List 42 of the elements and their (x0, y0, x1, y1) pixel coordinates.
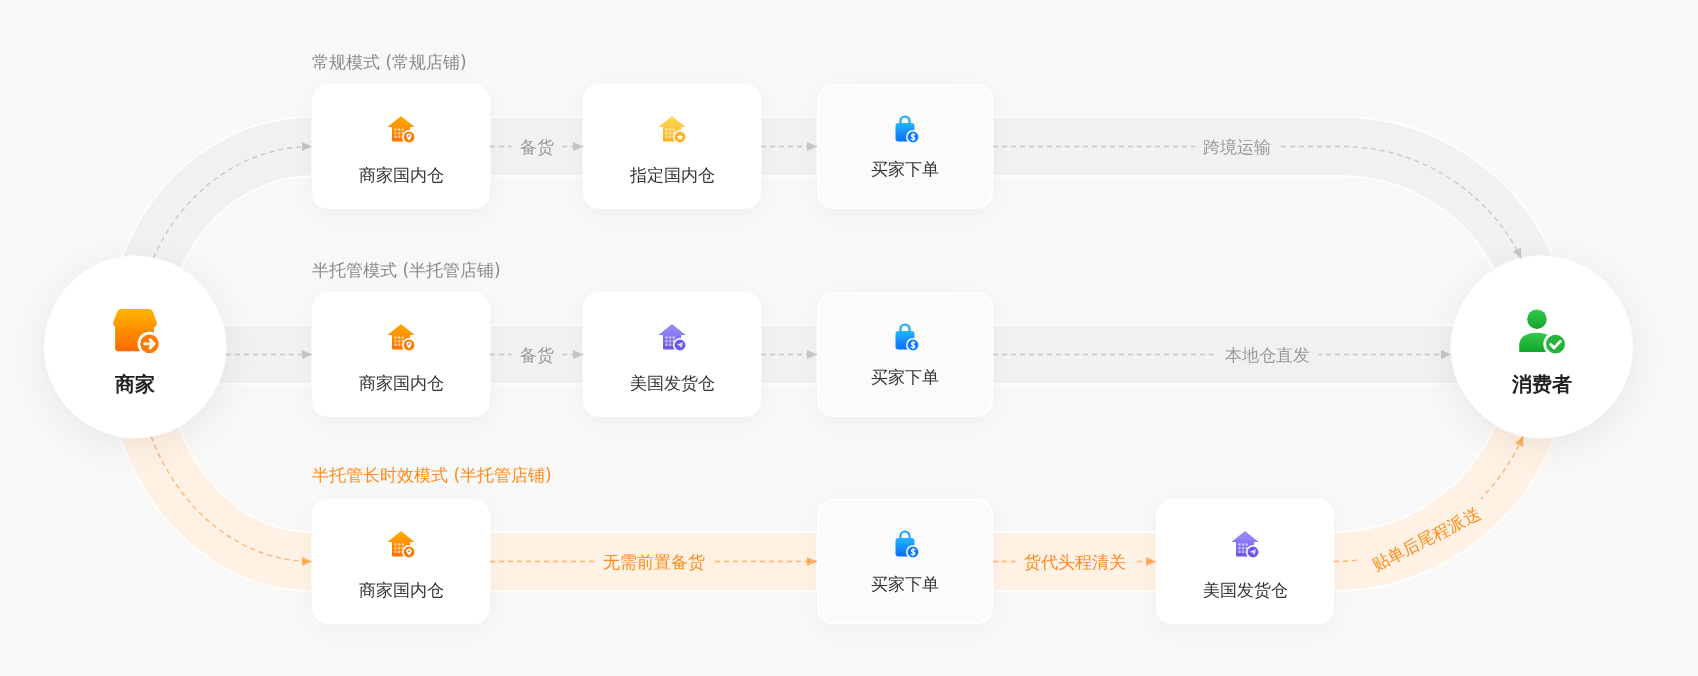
edge-label: 贴单后尾程派送 (1367, 502, 1484, 577)
process-card (583, 84, 761, 209)
edge-label: 备货 (519, 343, 554, 366)
dashed-arrow (992, 557, 1157, 566)
section-heading: 半托管模式 (半托管店铺) (312, 259, 501, 282)
edge-label: 备货 (519, 135, 554, 158)
dashed-arrow (489, 350, 584, 359)
edge-label: 跨境运输 (1202, 135, 1271, 158)
node-label: 商家国内仓 (358, 579, 444, 602)
dashed-arrow (760, 350, 818, 359)
dashed-arrow (992, 350, 1452, 359)
dashed-arrow (225, 350, 313, 359)
dashed-arrow (992, 145, 1522, 260)
node-label: 买家下单 (871, 158, 939, 181)
node-label: 商家国内仓 (358, 372, 444, 395)
edge-label: 无需前置备货 (602, 550, 705, 573)
process-card (312, 84, 490, 209)
dashed-arrow (489, 557, 818, 566)
node-label: 商家国内仓 (358, 164, 444, 187)
process-card (817, 84, 993, 209)
node-label: 消费者 (1512, 371, 1572, 397)
process-card (312, 292, 490, 417)
node-label: 买家下单 (871, 366, 939, 389)
node-label: 美国发货仓 (1202, 579, 1288, 602)
section-heading: 常规模式 (常规店铺) (312, 51, 467, 74)
process-card (583, 292, 761, 417)
dashed-arrow (150, 435, 313, 566)
node-label: 买家下单 (871, 573, 939, 596)
dashed-arrow (489, 142, 584, 151)
process-card (817, 499, 993, 624)
node-label: 指定国内仓 (629, 164, 715, 187)
dashed-arrow (760, 142, 818, 151)
process-card (312, 499, 490, 624)
edge-label: 货代头程清关 (1023, 550, 1126, 573)
dashed-arrow (1333, 435, 1524, 563)
process-card (1156, 499, 1334, 624)
section-heading: 半托管长时效模式 (半托管店铺) (312, 464, 552, 487)
edge-label: 本地仓直发 (1225, 343, 1311, 366)
process-card (817, 292, 993, 417)
node-label: 商家 (115, 371, 155, 397)
node-label: 美国发货仓 (629, 372, 715, 395)
dashed-arrow (152, 142, 313, 259)
